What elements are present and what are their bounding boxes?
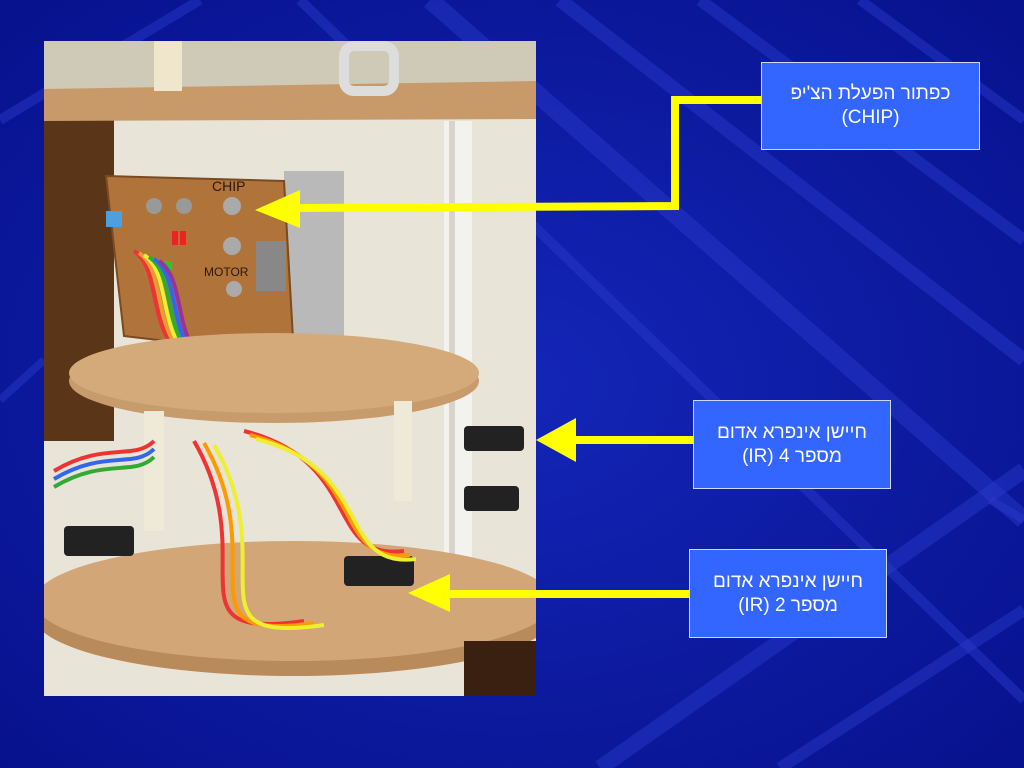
callout-ir4-line2: מספר 4 (IR) [742, 445, 842, 467]
callout-ir-sensor-2: חיישן אינפרא אדום מספר 2 (IR) [689, 549, 887, 638]
callout-chip-line1: כפתור הפעלת הצ'יפ [790, 83, 951, 104]
callout-ir2-line1: חיישן אינפרא אדום [713, 570, 863, 592]
callout-ir4-line1: חיישן אינפרא אדום [717, 421, 867, 443]
callout-ir2-line2: מספר 2 (IR) [738, 594, 838, 616]
callout-chip-button: כפתור הפעלת הצ'יפ (CHIP) [761, 62, 980, 150]
callout-chip-line2: (CHIP) [841, 107, 900, 128]
callout-ir-sensor-4: חיישן אינפרא אדום מספר 4 (IR) [693, 400, 891, 489]
photo-chip-text: CHIP [212, 178, 245, 194]
robot-photo: CHIP MOTOR [44, 41, 536, 696]
photo-motor-text: MOTOR [204, 265, 249, 279]
